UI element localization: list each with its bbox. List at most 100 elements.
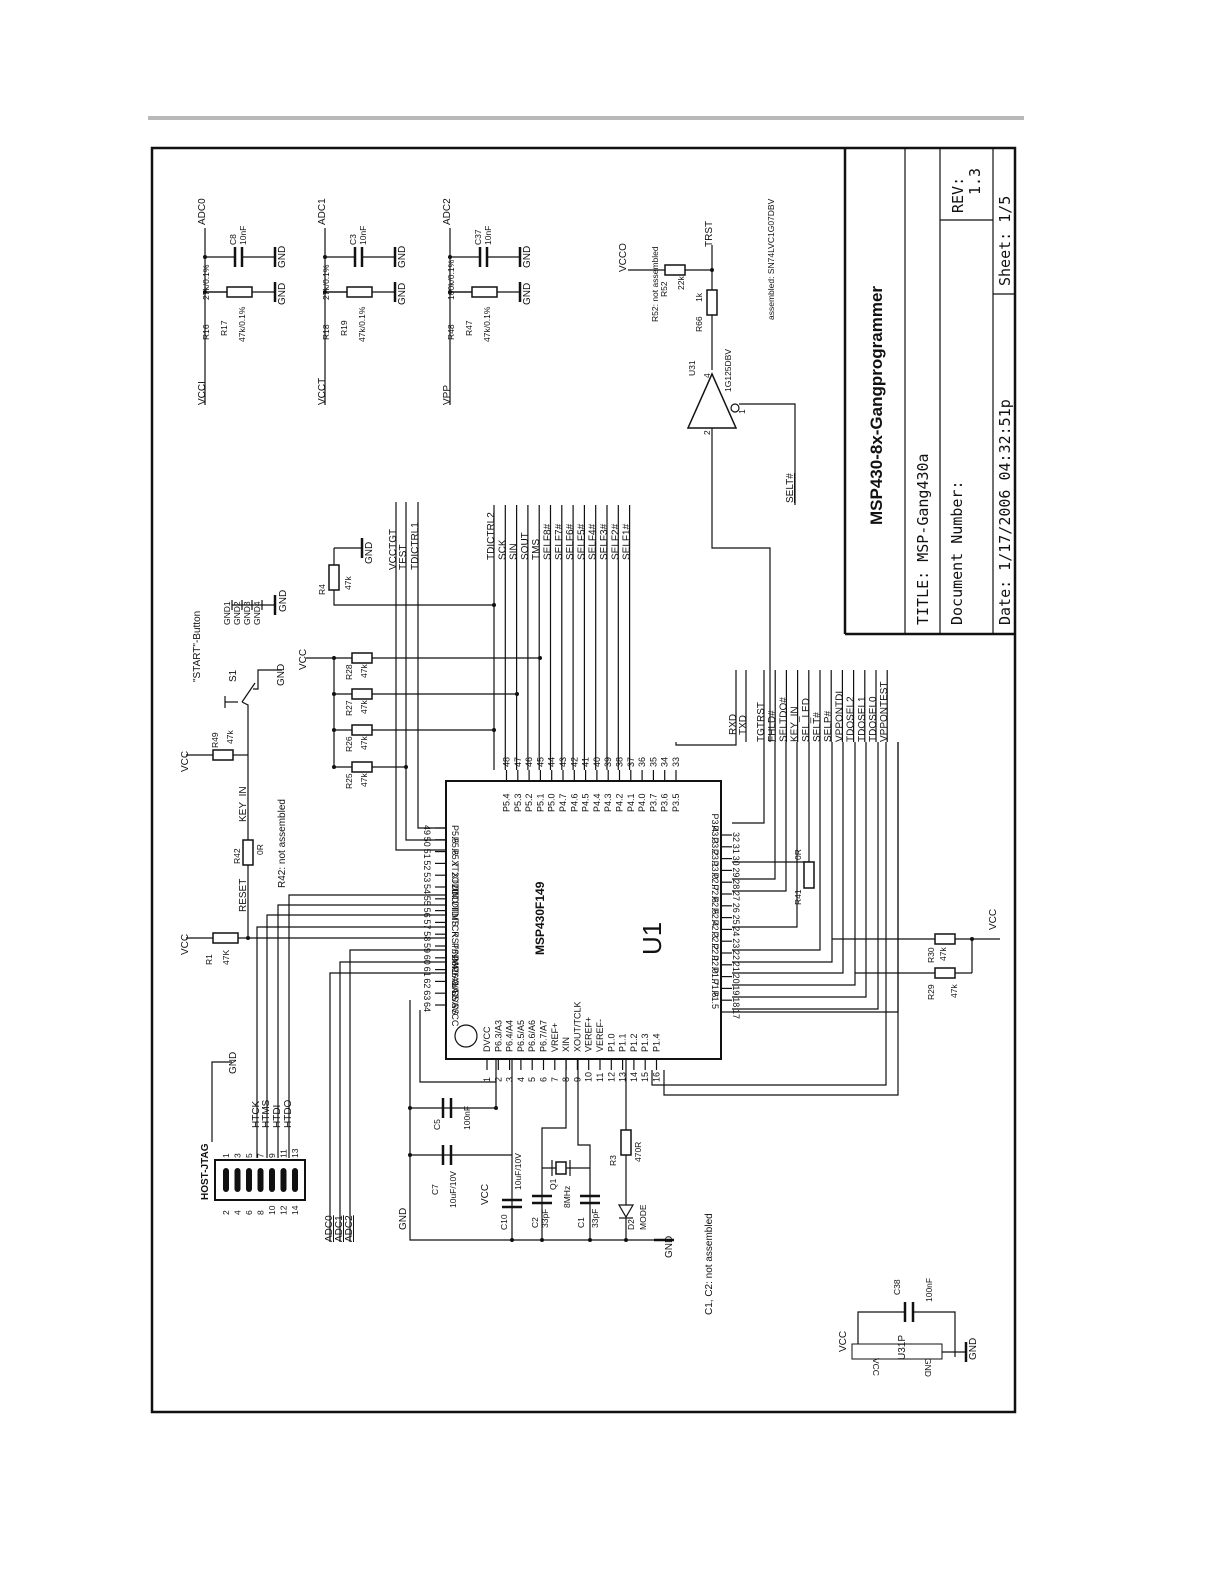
pin-label-47: P5.3 bbox=[513, 793, 523, 812]
gnd1-label: GND1 bbox=[222, 601, 232, 625]
pin-num-49: 49 bbox=[422, 825, 432, 835]
decap-c38: C38 100nF VCC VCC GND U31P GND bbox=[838, 1278, 979, 1377]
pin-label-61: P6.2/A2 bbox=[450, 967, 460, 999]
pin-label-15: P1.3 bbox=[640, 1033, 650, 1052]
r66-val: 1k bbox=[694, 292, 704, 302]
pin-num-10: 10 bbox=[584, 1072, 594, 1082]
r30-ref: R30 bbox=[926, 947, 936, 963]
vcc-r49: VCC bbox=[180, 751, 191, 772]
pin-label-21: P2.1 bbox=[710, 943, 720, 962]
pin-label-41: P4.5 bbox=[581, 793, 591, 812]
pin-num-17: 17 bbox=[731, 1009, 741, 1019]
q1-ref: Q1 bbox=[548, 1178, 558, 1190]
pin-label-35: P3.7 bbox=[648, 793, 658, 812]
adc2-cap-ref: C37 bbox=[473, 229, 483, 245]
pin-num-37: 37 bbox=[626, 757, 636, 767]
adc1-rtop-ref: R18 bbox=[321, 324, 331, 340]
pin-num-63: 63 bbox=[422, 990, 432, 1000]
gnd2-label: GND2 bbox=[232, 601, 242, 625]
chip-part: MSP430F149 bbox=[533, 881, 547, 955]
r42-val: 0R bbox=[255, 844, 265, 855]
adc2-gnd-c: GND bbox=[522, 246, 533, 268]
project-title: MSP430-8x-Gangprogrammer bbox=[867, 286, 886, 525]
trst-label: TRST bbox=[704, 221, 715, 247]
jtag-pin-7: 7 bbox=[256, 1153, 266, 1158]
resistor-r42 bbox=[242, 839, 254, 866]
pin-label-55: TDI bbox=[450, 896, 460, 911]
jtag-pin-8: 8 bbox=[256, 1210, 266, 1215]
adc0-rtop-val: 27k/0.1% bbox=[201, 264, 211, 300]
pin-num-28: 28 bbox=[731, 879, 741, 889]
r29-ref: R29 bbox=[926, 984, 936, 1000]
adc0-gnd-r: GND bbox=[277, 283, 288, 305]
net-tdosel2: TDOSEL2 bbox=[846, 696, 857, 742]
gnd-list-gnd: GND bbox=[278, 590, 289, 612]
net-fhld-n: FHLD# bbox=[767, 710, 778, 742]
adc0-gnd-c: GND bbox=[277, 246, 288, 268]
q1-val: 8MHz bbox=[562, 1186, 572, 1208]
pin-label-14: P1.2 bbox=[629, 1033, 639, 1052]
key-in-label: KEY_IN bbox=[238, 786, 249, 822]
net-adc2: ADC2 bbox=[442, 198, 453, 225]
pin-label-53: XT2IN bbox=[450, 872, 460, 898]
net-adc2-bottom: ADC2 bbox=[344, 1215, 355, 1242]
pin-label-25: P2.5 bbox=[710, 896, 720, 915]
pin-num-59: 59 bbox=[422, 943, 432, 953]
net-self8-n: SELF8# bbox=[543, 523, 554, 560]
pin-label-13: P1.1 bbox=[618, 1033, 628, 1052]
net-adc0-bottom: ADC0 bbox=[324, 1215, 335, 1242]
pin-label-48: P5.4 bbox=[502, 793, 512, 812]
buffer-pin1: 1 bbox=[737, 409, 747, 414]
resistor-r26 bbox=[351, 724, 373, 736]
r4-val: 47k bbox=[343, 576, 353, 590]
buffer-pin2: 2 bbox=[702, 430, 712, 435]
r3-ref: R3 bbox=[608, 1155, 618, 1166]
d2-label: MODE bbox=[638, 1204, 648, 1230]
resistor-r47 bbox=[471, 286, 498, 298]
net-self2-n: SELF2# bbox=[610, 523, 621, 560]
net-adc1-in: VCCT bbox=[317, 378, 328, 405]
r28-val: 47k bbox=[359, 664, 369, 678]
resistor-r66 bbox=[706, 289, 718, 316]
net-self6-n: SELF6# bbox=[565, 523, 576, 560]
pin-label-31: P3.3 bbox=[710, 825, 720, 844]
doc-number-field: Document Number: bbox=[948, 481, 966, 626]
pin-label-38: P4.2 bbox=[615, 793, 625, 812]
sheet-field: Sheet: 1/5 bbox=[996, 196, 1014, 286]
vcc-label-r30: VCC bbox=[988, 909, 999, 930]
pin-label-46: P5.2 bbox=[524, 793, 534, 812]
net-sel_led: SEL_LED bbox=[801, 698, 812, 742]
jtag-pin-14: 14 bbox=[290, 1205, 300, 1215]
pins-bottom: P5.549P5.650P5.751XT2OUT52XT2IN53TDO/TDI… bbox=[422, 825, 460, 1027]
net-key_in: KEY_IN bbox=[790, 706, 801, 742]
net-sin: SIN bbox=[509, 543, 520, 560]
pin-label-36: P4.0 bbox=[637, 793, 647, 812]
r52-val: 22k bbox=[676, 276, 686, 290]
pin-label-62: AVSS bbox=[450, 978, 460, 1001]
resistor-r25 bbox=[351, 761, 373, 773]
pins-right: P1.517P1.618P1.719P2.020P2.121P2.222P2.3… bbox=[710, 813, 741, 1019]
pin-num-2: 2 bbox=[493, 1077, 503, 1082]
adc0-cap-val: 10nF bbox=[238, 226, 248, 245]
selt-label: SELT# bbox=[785, 473, 796, 503]
pin-label-52: XT2OUT bbox=[450, 860, 460, 896]
pin-num-57: 57 bbox=[422, 919, 432, 929]
pin-label-63: DVSS bbox=[450, 990, 460, 1015]
pin-label-16: P1.4 bbox=[652, 1033, 662, 1052]
pin-label-54: TDO/TDI bbox=[450, 884, 460, 920]
adc0-rbot-val: 47k/0.1% bbox=[237, 306, 247, 342]
c7-ref: C7 bbox=[430, 1184, 440, 1195]
jtag-pin-6: 6 bbox=[244, 1210, 254, 1215]
pin-label-44: P5.0 bbox=[547, 793, 557, 812]
pin-num-48: 48 bbox=[502, 757, 512, 767]
pin-label-50: P5.6 bbox=[450, 837, 460, 856]
pin-num-39: 39 bbox=[603, 757, 613, 767]
net-self3-n: SELF3# bbox=[599, 523, 610, 560]
buffer-part: 1G125DBV bbox=[723, 349, 733, 392]
led-d2-icon bbox=[617, 1204, 635, 1219]
pin-num-40: 40 bbox=[592, 757, 602, 767]
pin-label-28: P3.0 bbox=[710, 861, 720, 880]
c38-val: 100nF bbox=[924, 1278, 934, 1302]
